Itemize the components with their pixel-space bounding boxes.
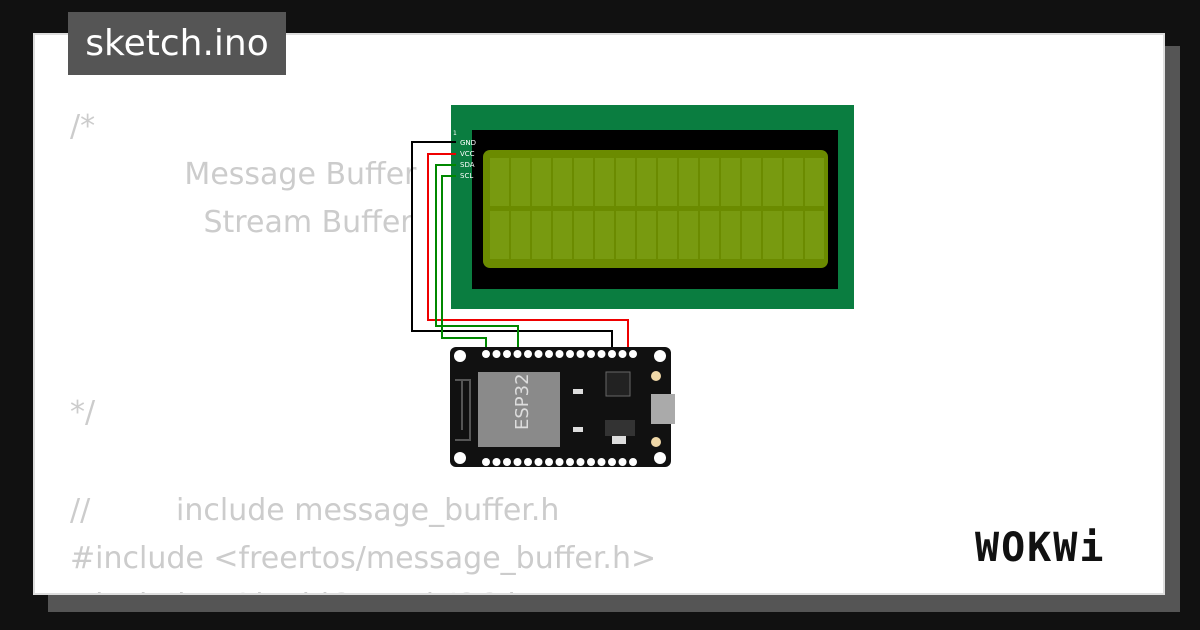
- esp32-pin: [503, 350, 511, 358]
- esp32-pin: [608, 458, 616, 466]
- esp32-pin: [545, 458, 553, 466]
- wokwi-logo: WOKWi: [975, 525, 1106, 571]
- esp32-pin: [492, 458, 501, 466]
- lcd-char-cell: [511, 158, 530, 206]
- esp32-pin: [587, 458, 595, 466]
- lcd-char-cell: [532, 158, 551, 206]
- esp32-pin: [555, 458, 564, 466]
- code-line: // include message_buffer.h: [70, 493, 560, 528]
- esp32-pin: [597, 350, 606, 358]
- lcd-char-cell: [721, 211, 740, 259]
- lcd-char-cell: [574, 211, 593, 259]
- wires[interactable]: [411, 141, 629, 352]
- lcd-char-cell: [637, 211, 656, 259]
- esp32-pin: [618, 350, 627, 358]
- lcd-char-cell: [658, 158, 677, 206]
- lcd-char-cell: [763, 158, 782, 206]
- pin1-label: 1: [453, 130, 457, 137]
- lcd-char-cell: [805, 211, 824, 259]
- esp32-pin: [534, 458, 543, 466]
- lcd-char-cell: [637, 158, 656, 206]
- esp32-pin: [503, 458, 511, 466]
- esp32-pin: [629, 350, 637, 358]
- lcd-char-cell: [763, 211, 782, 259]
- esp32-pin: [492, 350, 501, 358]
- esp32-pin: [576, 350, 585, 358]
- lcd-char-cell: [490, 211, 509, 259]
- lcd-char-cell: [658, 211, 677, 259]
- lcd-display[interactable]: 1 GND VCC SDA SCL: [451, 105, 854, 309]
- code-line: #include <LiquidCrystal_I2C.h>: [70, 582, 552, 593]
- esp32-pin: [524, 458, 532, 466]
- lcd-char-cell: [511, 211, 530, 259]
- esp32-pin: [513, 458, 522, 466]
- esp32-pin: [618, 458, 627, 466]
- wire-sda: [435, 164, 519, 352]
- lcd-char-cell: [805, 158, 824, 206]
- lcd-char-cell: [700, 211, 719, 259]
- lcd-char-cell: [532, 211, 551, 259]
- wire-vcc: [427, 153, 629, 352]
- lcd-char-cell: [553, 211, 572, 259]
- lcd-char-cell: [742, 158, 761, 206]
- pin-scl-label: SCL: [460, 172, 473, 180]
- lcd-char-cell: [490, 158, 509, 206]
- lcd-char-cell: [616, 158, 635, 206]
- lcd-char-cell: [595, 158, 614, 206]
- lcd-char-cell: [784, 211, 803, 259]
- pin-sda-label: SDA: [460, 161, 475, 169]
- lcd-char-cell: [574, 158, 593, 206]
- file-tab-title: sketch.ino: [68, 12, 286, 75]
- lcd-char-cell: [784, 158, 803, 206]
- code-line: /*: [70, 109, 96, 144]
- wire-gnd: [411, 141, 613, 352]
- esp32-pin: [555, 350, 564, 358]
- lcd-char-cell: [553, 158, 572, 206]
- esp32-pin: [587, 350, 595, 358]
- esp32-pin: [608, 350, 616, 358]
- esp32-pin: [629, 458, 637, 466]
- code-line: Stream Buffer: [70, 205, 413, 240]
- esp32-pin: [576, 458, 585, 466]
- esp32-pin: [513, 350, 522, 358]
- code-line: */: [70, 395, 96, 430]
- lcd-char-cell: [721, 158, 740, 206]
- esp32-pin: [524, 350, 532, 358]
- esp32-board[interactable]: ESP32: [450, 347, 675, 467]
- esp32-chip-label: ESP32: [512, 373, 533, 430]
- lcd-char-cell: [595, 211, 614, 259]
- esp32-pin: [566, 458, 574, 466]
- esp32-pin: [482, 458, 490, 466]
- esp32-pin: [566, 350, 574, 358]
- wire-scl: [441, 175, 487, 352]
- lcd-char-cell: [679, 211, 698, 259]
- esp32-pin: [482, 350, 490, 358]
- pin-vcc-label: VCC: [460, 150, 475, 158]
- pin-gnd-label: GND: [460, 139, 476, 147]
- esp32-pin: [534, 350, 543, 358]
- lcd-char-cell: [742, 211, 761, 259]
- lcd-char-cell: [616, 211, 635, 259]
- code-line: Message Buffer: [70, 157, 417, 192]
- lcd-char-cell: [679, 158, 698, 206]
- code-line: #include <freertos/message_buffer.h>: [70, 541, 657, 576]
- esp32-pin: [545, 350, 553, 358]
- esp32-pin: [597, 458, 606, 466]
- code-background: /* Message Buffer Stream Buffer */ // in…: [70, 35, 656, 593]
- lcd-char-cell: [700, 158, 719, 206]
- lcd-char-grid: [490, 158, 824, 259]
